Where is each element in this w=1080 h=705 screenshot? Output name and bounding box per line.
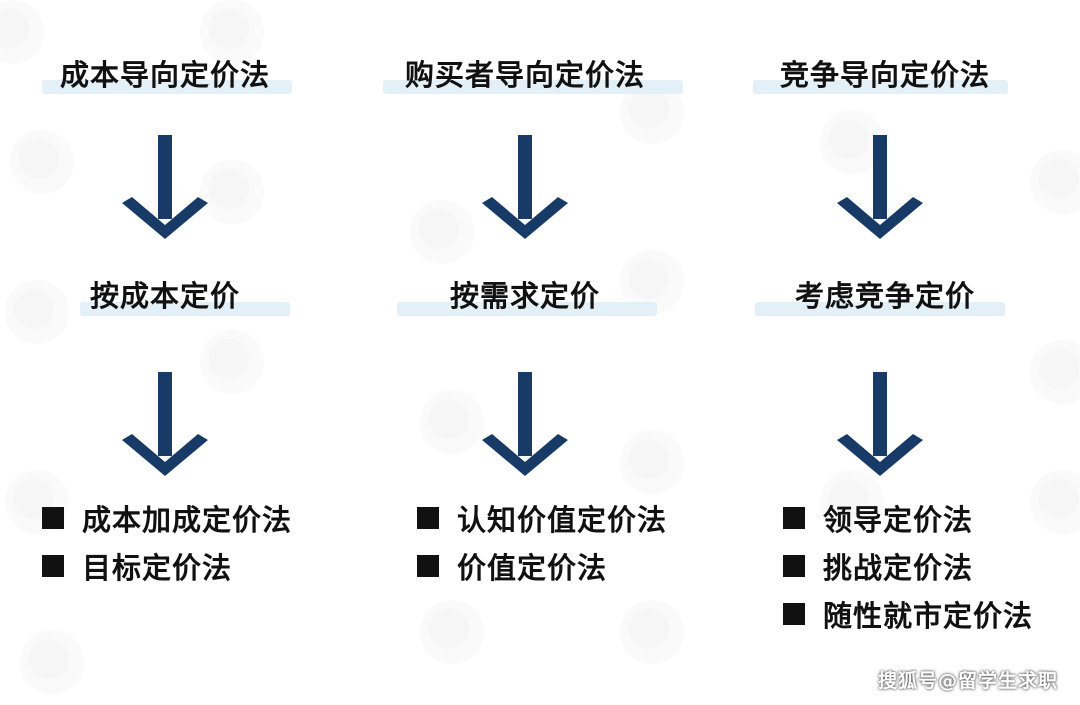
list-item: 目标定价法 xyxy=(42,542,292,590)
watermark-logo xyxy=(5,280,69,344)
watermark-logo xyxy=(20,630,84,694)
down-arrow-icon xyxy=(835,372,925,477)
watermark-logo xyxy=(420,390,484,454)
watermark-logo xyxy=(1030,150,1080,214)
column-competition-oriented: 竞争导向定价法 考虑竞争定价 领导定价法 挑战定价法 随性就市定价法 xyxy=(715,0,1055,705)
watermark-logo xyxy=(10,130,74,194)
column-buyer-oriented: 购买者导向定价法 按需求定价 认知价值定价法 价值定价法 xyxy=(355,0,695,705)
title-highlight xyxy=(383,80,683,94)
watermark-logo xyxy=(620,600,684,664)
list-item: 挑战定价法 xyxy=(783,542,1033,590)
watermark-logo xyxy=(620,430,684,494)
square-bullet-icon xyxy=(783,603,805,625)
method-list: 认知价值定价法 价值定价法 xyxy=(417,494,667,590)
square-bullet-icon xyxy=(42,507,64,529)
watermark-logo xyxy=(420,600,484,664)
title-highlight xyxy=(753,80,1008,94)
square-bullet-icon xyxy=(417,507,439,529)
square-bullet-icon xyxy=(417,555,439,577)
down-arrow-icon xyxy=(480,372,570,477)
column-cost-oriented: 成本导向定价法 按成本定价 成本加成定价法 目标定价法 xyxy=(0,0,340,705)
watermark-logo xyxy=(820,470,884,534)
subtitle-highlight xyxy=(397,302,657,316)
down-arrow-icon xyxy=(120,135,210,240)
watermark-logo xyxy=(200,160,264,224)
watermark-logo xyxy=(1030,470,1080,534)
list-item: 认知价值定价法 xyxy=(417,494,667,542)
column-subtitle: 按需求定价 xyxy=(449,279,600,313)
source-credit: 搜狐号@留学生求职 xyxy=(877,670,1058,692)
column-subtitle: 考虑竞争定价 xyxy=(794,279,975,313)
list-item: 价值定价法 xyxy=(417,542,667,590)
list-item: 领导定价法 xyxy=(783,494,1033,542)
watermark-logo xyxy=(1030,340,1080,404)
square-bullet-icon xyxy=(783,507,805,529)
square-bullet-icon xyxy=(783,555,805,577)
watermark-logo xyxy=(410,200,474,264)
square-bullet-icon xyxy=(42,555,64,577)
title-highlight xyxy=(42,80,292,94)
down-arrow-icon xyxy=(120,372,210,477)
subtitle-highlight xyxy=(80,302,290,316)
watermark-logo xyxy=(200,0,264,64)
down-arrow-icon xyxy=(835,135,925,240)
column-title: 购买者导向定价法 xyxy=(404,58,645,92)
watermark-logo xyxy=(200,330,264,394)
subtitle-highlight xyxy=(755,302,1005,316)
method-list: 成本加成定价法 目标定价法 xyxy=(42,494,292,590)
list-item: 随性就市定价法 xyxy=(783,590,1033,638)
method-list: 领导定价法 挑战定价法 随性就市定价法 xyxy=(783,494,1033,638)
column-title: 竞争导向定价法 xyxy=(779,58,990,92)
list-item: 成本加成定价法 xyxy=(42,494,292,542)
column-title: 成本导向定价法 xyxy=(59,58,270,92)
down-arrow-icon xyxy=(480,135,570,240)
column-subtitle: 按成本定价 xyxy=(89,279,240,313)
